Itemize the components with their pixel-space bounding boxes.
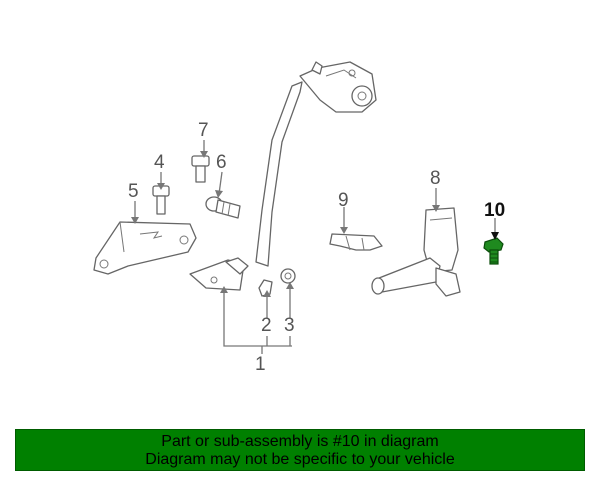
callout-6: 6 <box>216 152 227 173</box>
leader-lines <box>134 140 496 354</box>
info-banner: Part or sub-assembly is #10 in diagram D… <box>15 429 585 471</box>
callout-3: 3 <box>284 315 295 336</box>
part-5-bracket <box>93 221 197 275</box>
callout-2: 2 <box>261 315 272 336</box>
part-8-buckle <box>371 207 461 297</box>
arrowheads <box>131 151 499 297</box>
part-10-bolt <box>483 237 504 265</box>
banner-line-2: Diagram may not be specific to your vehi… <box>145 451 455 468</box>
callout-8: 8 <box>430 168 441 189</box>
part-3-washer <box>280 268 296 284</box>
callout-10: 10 <box>484 200 505 221</box>
part-9-clamp <box>329 233 383 251</box>
callout-labels: 1 2 3 4 5 6 7 8 9 10 <box>128 120 505 375</box>
callout-9: 9 <box>338 190 349 211</box>
callout-5: 5 <box>128 181 139 202</box>
callout-7: 7 <box>198 120 209 141</box>
part-6-bolt <box>205 196 241 219</box>
part-7-bolt <box>191 155 210 183</box>
banner-line-1: Part or sub-assembly is #10 in diagram <box>161 433 439 450</box>
seat-belt-assembly <box>189 61 377 291</box>
part-2-clip <box>258 279 273 297</box>
parts-diagram: 1 2 3 4 5 6 7 8 9 10 <box>93 61 505 375</box>
part-4-bolt <box>152 185 170 215</box>
callout-1: 1 <box>255 354 266 375</box>
callout-4: 4 <box>154 152 165 173</box>
